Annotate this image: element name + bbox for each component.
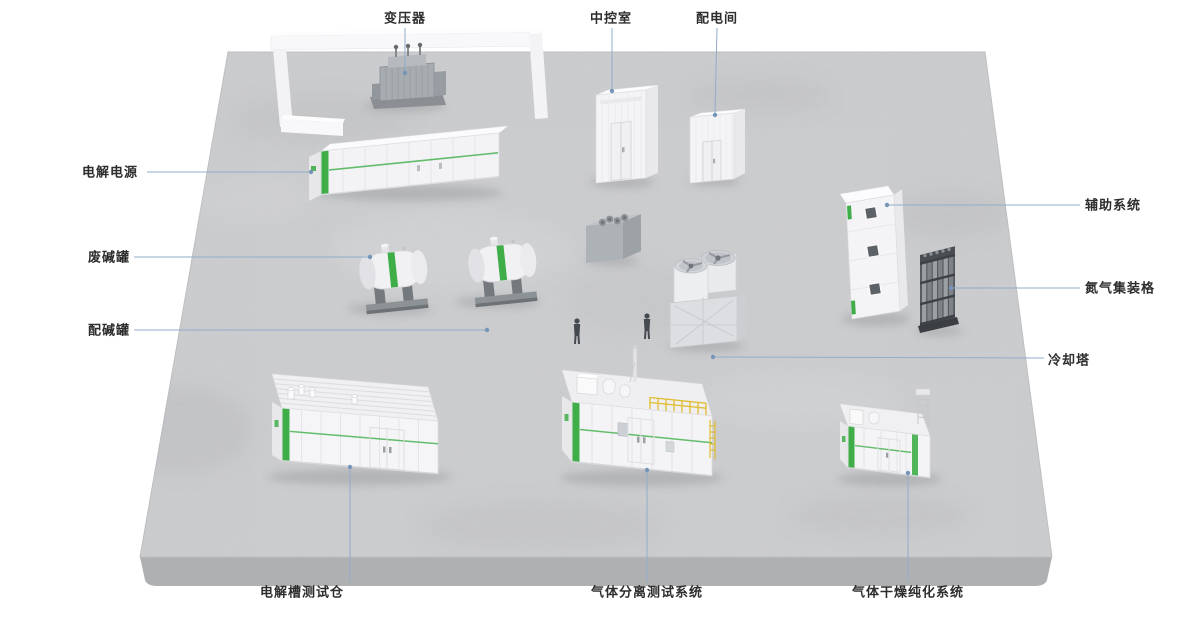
leader-cooling-tower [713, 356, 1045, 359]
leader-dot-auxiliary-system [884, 202, 890, 208]
leader-dot-cooling-tower [710, 354, 716, 360]
control-room-3d-model [595, 84, 659, 184]
gas-separation-test-system-3d-model [561, 345, 716, 477]
green-stripe [848, 426, 855, 469]
green-logo [274, 420, 279, 427]
transformer-bushings [395, 46, 421, 57]
green-logo [311, 166, 316, 171]
label-gas-drying-purification-system: 气体干燥纯化系统 [851, 584, 965, 600]
label-electrolysis-power-supply: 电解电源 [82, 164, 139, 180]
auxiliary-windows [864, 206, 882, 296]
leader-dot-alkali-mixing-tank [484, 327, 490, 333]
leader-dot-control-room [609, 88, 615, 94]
waste-alkali-tank-3d-model [359, 243, 429, 315]
electrolysis-power-supply-3d-model [309, 125, 509, 201]
label-power-distribution-room: 配电间 [695, 10, 739, 26]
gas-drying-purification-system-3d-model [839, 388, 931, 479]
leader-dot-transformer [402, 70, 408, 76]
nitrogen-cylinder-rack-3d-model [918, 246, 959, 333]
leader-dot-power-distribution-room [712, 112, 718, 118]
leader-dot-electrolysis-power-supply [308, 169, 314, 175]
green-logo [564, 414, 569, 421]
leader-dot-electrolyzer-test-chamber [347, 464, 353, 470]
transformer-3d-model [370, 42, 446, 109]
equipment-skid-block [586, 214, 641, 263]
worker-figure [643, 313, 651, 340]
green-stripe [321, 150, 329, 195]
concrete-texture [140, 52, 1052, 557]
roof-equipment [576, 345, 638, 398]
electrolyzer-test-chamber-3d-model [271, 373, 439, 475]
green-stripe [282, 408, 290, 462]
label-transformer: 变压器 [383, 10, 427, 26]
green-stripe [572, 402, 580, 463]
label-alkali-mixing-tank: 配碱罐 [88, 322, 131, 338]
auxiliary-system-3d-model [839, 185, 908, 320]
green-stripe [912, 434, 918, 477]
leader-dot-gas-drying-purification-system [905, 470, 911, 476]
green-corner-post [851, 300, 856, 315]
label-cooling-tower: 冷却塔 [1048, 352, 1091, 368]
leader-power-distribution-room [714, 27, 718, 115]
label-nitrogen-cylinder-rack: 氮气集装格 [1085, 280, 1156, 296]
green-band [387, 252, 399, 288]
annotation-leaders [134, 27, 1080, 582]
roof-equipment [849, 388, 931, 426]
roof-vents [287, 384, 358, 405]
leader-dot-gas-separation-test-system [644, 467, 650, 473]
label-waste-alkali-tank: 废碱罐 [88, 249, 131, 265]
alkali-mixing-tank-3d-model [468, 236, 538, 308]
label-auxiliary-system: 辅助系统 [1085, 197, 1142, 213]
label-gas-separation-test-system: 气体分离测试系统 [590, 584, 704, 600]
leader-dot-waste-alkali-tank [367, 254, 373, 260]
transformer-enclosure-wall [270, 28, 548, 136]
safety-railing [649, 396, 707, 415]
access-ladder [709, 420, 716, 459]
cooling-tower-3d-model [669, 250, 747, 349]
green-corner-post [847, 205, 852, 220]
green-logo [842, 436, 846, 442]
worker-figure [573, 318, 581, 345]
label-electrolyzer-test-chamber: 电解槽测试仓 [259, 584, 345, 600]
concrete-platform [139, 51, 1053, 586]
green-band [496, 245, 508, 281]
label-control-room: 中控室 [589, 10, 633, 26]
pipe-tower [917, 394, 929, 425]
power-distribution-room-3d-model [689, 108, 746, 184]
leader-dot-nitrogen-cylinder-rack [948, 285, 954, 291]
pipe-flanges [598, 214, 629, 226]
